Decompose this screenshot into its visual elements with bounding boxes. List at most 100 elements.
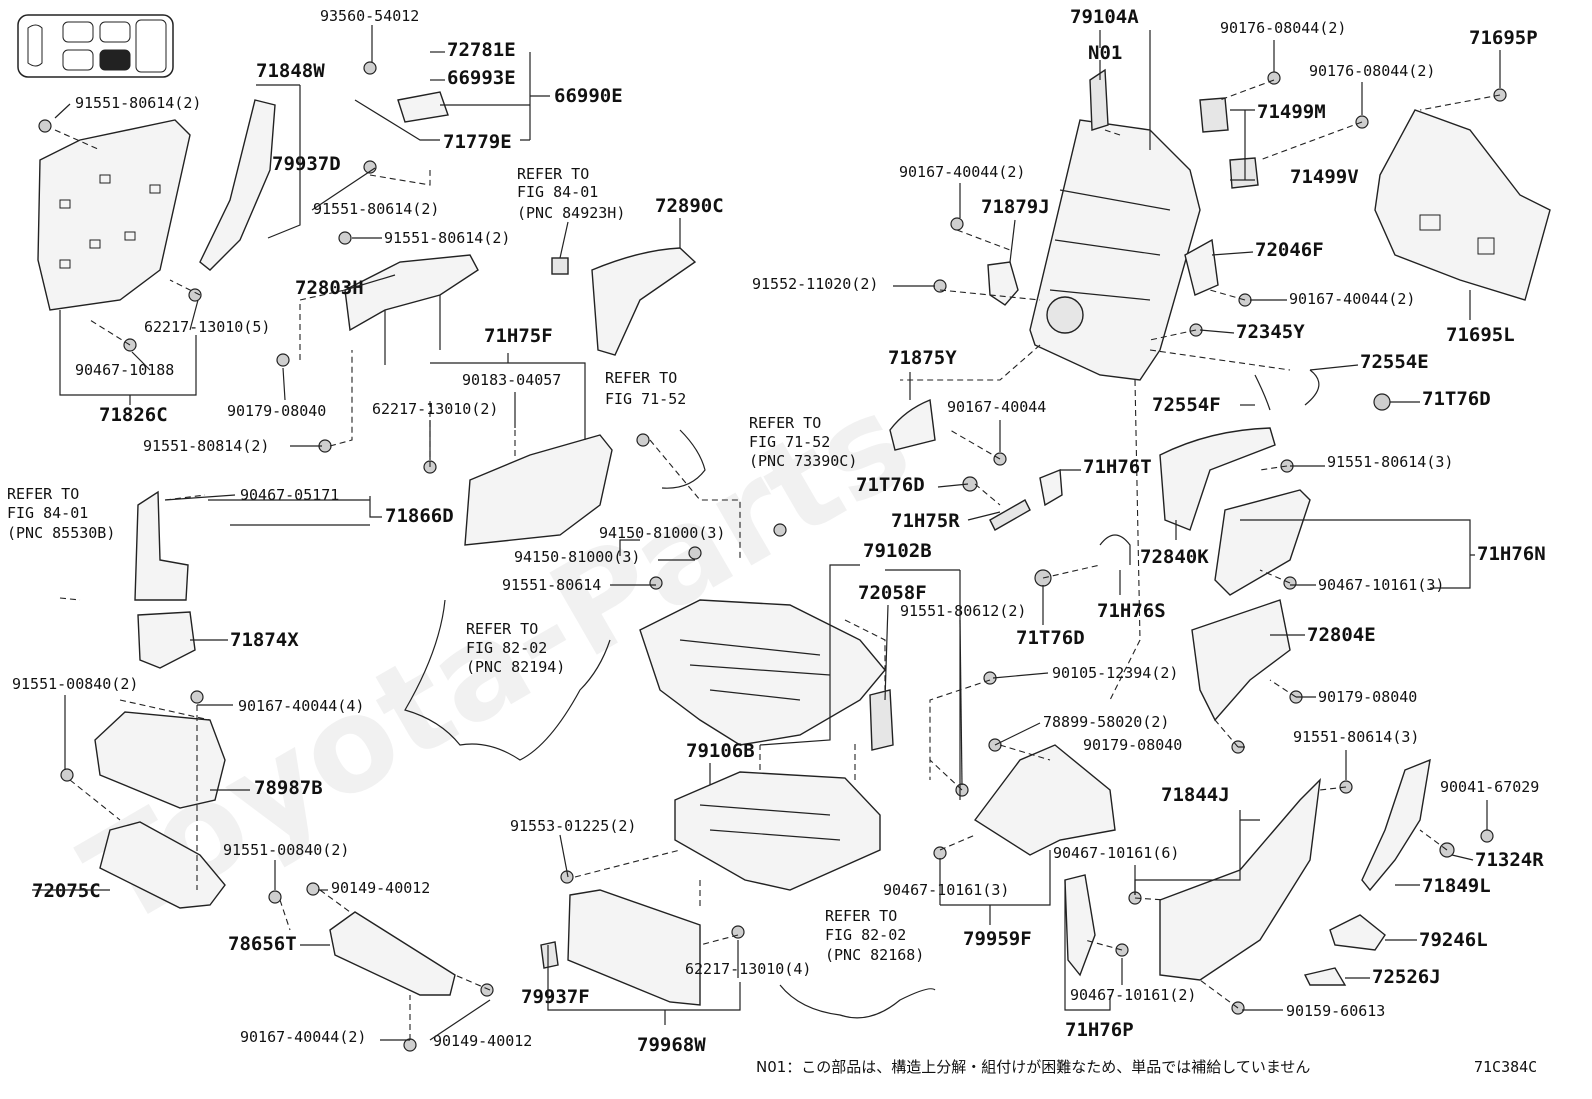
part-label[interactable]: 71T76D <box>856 474 925 496</box>
part-label[interactable]: 71879J <box>981 196 1050 218</box>
part-label[interactable]: 71866D <box>385 505 454 527</box>
part-label[interactable]: 91551-80814(2) <box>143 437 269 455</box>
part-label[interactable]: 90176-08044(2) <box>1220 19 1346 37</box>
part-label[interactable]: 90467-10161(3) <box>883 881 1009 899</box>
part-label[interactable]: 91552-11020(2) <box>752 275 878 293</box>
part-label[interactable]: 66993E <box>447 67 516 89</box>
part-label[interactable]: 71849L <box>1422 875 1491 897</box>
part-label[interactable]: 62217-13010(4) <box>685 960 811 978</box>
part-label[interactable]: 62217-13010(2) <box>372 400 498 418</box>
part-label[interactable]: 91551-80614(3) <box>1293 728 1419 746</box>
part-label[interactable]: 90179-08040 <box>1083 736 1182 754</box>
part-label[interactable]: 62217-13010(5) <box>144 318 270 336</box>
part-label[interactable]: 90467-10188 <box>75 361 174 379</box>
part-label[interactable]: REFER TO <box>605 369 677 387</box>
part-label[interactable]: 90041-67029 <box>1440 778 1539 796</box>
part-label[interactable]: 91551-80614(2) <box>313 200 439 218</box>
part-label[interactable]: 71779E <box>443 131 512 153</box>
part-label[interactable]: 94150-81000(3) <box>599 524 725 542</box>
part-label[interactable]: 79968W <box>637 1034 706 1056</box>
part-label[interactable]: REFER TO <box>466 620 538 638</box>
part-label[interactable]: FIG 82-02 <box>825 926 906 944</box>
part-label[interactable]: 90467-10161(2) <box>1070 986 1196 1004</box>
part-label[interactable]: 71874X <box>230 629 299 651</box>
part-label[interactable]: 72554E <box>1360 351 1429 373</box>
part-label[interactable]: 71844J <box>1161 784 1230 806</box>
part-label[interactable]: 90149-40012 <box>331 879 430 897</box>
part-label[interactable]: 71H76S <box>1097 600 1166 622</box>
part-label[interactable]: 79959F <box>963 928 1032 950</box>
part-label[interactable]: 72058F <box>858 582 927 604</box>
part-label[interactable]: 90467-10161(3) <box>1318 576 1444 594</box>
part-label[interactable]: REFER TO <box>7 485 79 503</box>
part-label[interactable]: 93560-54012 <box>320 7 419 25</box>
part-label[interactable]: 71848W <box>256 60 325 82</box>
part-label[interactable]: 71695L <box>1446 324 1515 346</box>
part-label[interactable]: (PNC 82194) <box>466 658 565 676</box>
part-label[interactable]: 78899-58020(2) <box>1043 713 1169 731</box>
part-label[interactable]: 71695P <box>1469 27 1538 49</box>
part-label[interactable]: 72803H <box>295 277 364 299</box>
part-label[interactable]: 90167-40044(4) <box>238 697 364 715</box>
part-label[interactable]: 79104A <box>1070 6 1139 28</box>
part-label[interactable]: 71499M <box>1257 101 1326 123</box>
part-label[interactable]: 91551-00840(2) <box>223 841 349 859</box>
part-label[interactable]: 79102B <box>863 540 932 562</box>
part-label[interactable]: 90179-08040 <box>1318 688 1417 706</box>
part-label[interactable]: 72075C <box>32 880 101 902</box>
part-label[interactable]: 71324R <box>1475 849 1544 871</box>
part-label[interactable]: 78987B <box>254 777 323 799</box>
part-label[interactable]: 90149-40012 <box>433 1032 532 1050</box>
part-label[interactable]: FIG 71-52 <box>749 433 830 451</box>
part-label[interactable]: 90105-12394(2) <box>1052 664 1178 682</box>
part-label[interactable]: 72526J <box>1372 966 1441 988</box>
part-label[interactable]: REFER TO <box>517 165 589 183</box>
part-label[interactable]: FIG 84-01 <box>7 504 88 522</box>
part-label[interactable]: 72554F <box>1152 394 1221 416</box>
part-label[interactable]: 71H75F <box>484 325 553 347</box>
part-label[interactable]: 71H76P <box>1065 1019 1134 1041</box>
part-label[interactable]: 90167-40044(2) <box>240 1028 366 1046</box>
part-label[interactable]: 90179-08040 <box>227 402 326 420</box>
part-label[interactable]: 79937F <box>521 986 590 1008</box>
part-label[interactable]: 72781E <box>447 39 516 61</box>
part-label[interactable]: 71875Y <box>888 347 957 369</box>
part-label[interactable]: 91551-00840(2) <box>12 675 138 693</box>
part-label[interactable]: 71H75R <box>891 510 960 532</box>
part-label[interactable]: 79246L <box>1419 929 1488 951</box>
part-label[interactable]: 90467-10161(6) <box>1053 844 1179 862</box>
part-label[interactable]: 66990E <box>554 85 623 107</box>
part-label[interactable]: FIG 82-02 <box>466 639 547 657</box>
part-label[interactable]: 90159-60613 <box>1286 1002 1385 1020</box>
part-label[interactable]: 71499V <box>1290 166 1359 188</box>
part-label[interactable]: FIG 71-52 <box>605 390 686 408</box>
part-label[interactable]: 72046F <box>1255 239 1324 261</box>
part-label[interactable]: 71H76T <box>1083 456 1152 478</box>
part-label[interactable]: (PNC 82168) <box>825 946 924 964</box>
part-label[interactable]: 90167-40044(2) <box>899 163 1025 181</box>
part-label[interactable]: 79106B <box>686 740 755 762</box>
part-label[interactable]: 72345Y <box>1236 321 1305 343</box>
part-label[interactable]: 90167-40044(2) <box>1289 290 1415 308</box>
part-label[interactable]: 71T76D <box>1016 627 1085 649</box>
part-label[interactable]: 78656T <box>228 933 297 955</box>
part-label[interactable]: 72890C <box>655 195 724 217</box>
part-label[interactable]: 91551-80614(2) <box>384 229 510 247</box>
part-label[interactable]: 91551-80614 <box>502 576 601 594</box>
part-label[interactable]: 90176-08044(2) <box>1309 62 1435 80</box>
part-label[interactable]: 71826C <box>99 404 168 426</box>
part-label[interactable]: 90183-04057 <box>462 371 561 389</box>
part-label[interactable]: 72804E <box>1307 624 1376 646</box>
part-label[interactable]: 91551-80614(2) <box>75 94 201 112</box>
part-label[interactable]: 72840K <box>1140 546 1209 568</box>
part-label[interactable]: 71T76D <box>1422 388 1491 410</box>
part-label[interactable]: 91551-80614(3) <box>1327 453 1453 471</box>
part-label[interactable]: REFER TO <box>825 907 897 925</box>
part-label[interactable]: N01 <box>1088 42 1122 64</box>
part-label[interactable]: 90167-40044 <box>947 398 1046 416</box>
part-label[interactable]: (PNC 85530B) <box>7 524 115 542</box>
part-label[interactable]: 91551-80612(2) <box>900 602 1026 620</box>
part-label[interactable]: FIG 84-01 <box>517 183 598 201</box>
part-label[interactable]: REFER TO <box>749 414 821 432</box>
part-label[interactable]: 90467-05171 <box>240 486 339 504</box>
